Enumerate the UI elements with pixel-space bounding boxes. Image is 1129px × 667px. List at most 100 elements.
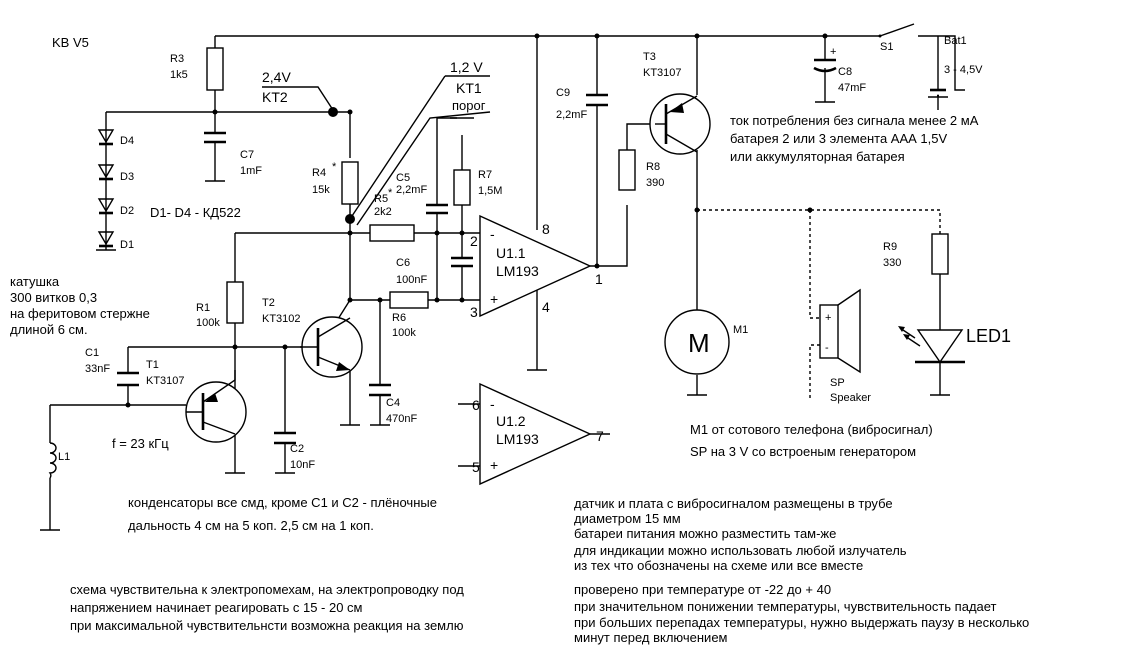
led1-ref: LED1 <box>966 326 1011 346</box>
u12-comparator <box>479 382 592 486</box>
current-note-line-2: батарея 2 или 3 элемента ААА 1,5V <box>730 131 948 146</box>
u11-pin-4: 4 <box>542 299 550 315</box>
coil-note-line-4: длиной 6 см. <box>10 322 88 337</box>
u11-value: LM193 <box>496 263 539 279</box>
c2-ref: C2 <box>290 443 304 455</box>
m1-ref: M1 <box>733 324 748 336</box>
r8-value: 390 <box>646 177 664 189</box>
r7-value: 1,5M <box>478 185 502 197</box>
r8-ref: R8 <box>646 161 660 173</box>
speaker-ref: SP <box>830 377 845 389</box>
temperature-note-line-1: проверено при температуре от -22 до + 40 <box>574 582 831 597</box>
r4-ref: R4 <box>312 167 326 179</box>
r5-ref: R5 <box>374 193 388 205</box>
r6-ref: R6 <box>392 312 406 324</box>
c5-value: 2,2mF <box>396 184 427 196</box>
frequency-label: f = 23 кГц <box>112 436 169 451</box>
r1-resistor <box>226 281 244 324</box>
r3-resistor <box>206 47 224 91</box>
r7-resistor <box>453 169 471 206</box>
r3-ref: R3 <box>170 53 184 65</box>
d1-ref: D1 <box>120 239 134 251</box>
r8-resistor <box>618 149 636 191</box>
m1-symbol: M <box>688 328 710 358</box>
bat1-value: 3 - 4,5V <box>944 64 983 76</box>
bat1-ref: Bat1 <box>944 35 967 47</box>
u11-minus-sign: - <box>490 226 495 242</box>
capacitors-note: конденсаторы все смд, кроме С1 и С2 - пл… <box>128 495 437 510</box>
current-note-line-3: или аккумуляторная батарея <box>730 149 905 164</box>
m1-note-line-1: M1 от сотового телефона (вибросигнал) <box>690 422 933 437</box>
u12-minus-sign: - <box>490 396 495 412</box>
bat1-battery <box>928 36 948 110</box>
range-note: дальность 4 см на 5 коп. 2,5 см на 1 коп… <box>128 518 374 533</box>
c4-capacitor <box>369 383 391 397</box>
r5-mark: * <box>388 187 393 199</box>
u11-pin-2: 2 <box>470 233 478 249</box>
m1-note-line-2: SP на 3 V со встроеным генератором <box>690 444 916 459</box>
u11-pin-3: 3 <box>470 304 478 320</box>
d4-ref: D4 <box>120 135 134 147</box>
t3-transistor <box>649 93 711 155</box>
d3-ref: D3 <box>120 171 134 183</box>
interference-note-line-3: при максимальной чувствительнсти возможн… <box>70 618 464 633</box>
u12-pin-6: 6 <box>472 397 480 413</box>
c6-value: 100nF <box>396 274 427 286</box>
c5-ref: C5 <box>396 172 410 184</box>
r9-value: 330 <box>883 257 901 269</box>
speaker-minus-sign: - <box>825 342 829 354</box>
r1-value: 100k <box>196 317 220 329</box>
c7-ref: C7 <box>240 149 254 161</box>
c4-ref: C4 <box>386 397 400 409</box>
interference-note-line-2: напряжением начинает реагировать с 15 - … <box>70 600 363 615</box>
r3-value: 1k5 <box>170 69 188 81</box>
t2-transistor <box>300 316 363 378</box>
coil-note-line-1: катушка <box>10 274 60 289</box>
l1-ref: L1 <box>58 451 70 463</box>
u12-plus-sign: + <box>490 457 498 473</box>
r6-resistor <box>389 291 429 309</box>
coil-note-line-2: 300 витков 0,3 <box>10 290 97 305</box>
coil-note-line-3: на феритовом стержне <box>10 306 150 321</box>
c8-ref: C8 <box>838 66 852 78</box>
c5-capacitor <box>426 203 448 215</box>
l1-coil <box>48 442 57 479</box>
schematic-title: KB V5 <box>52 35 89 50</box>
placement-note-line-4: для индикации можно использовать любой и… <box>574 543 907 558</box>
s1-ref: S1 <box>880 41 893 53</box>
r6-value: 100k <box>392 327 416 339</box>
s1-switch <box>878 34 882 38</box>
u12-pin-5: 5 <box>472 459 480 475</box>
u12-value: LM193 <box>496 431 539 447</box>
c9-capacitor <box>586 93 608 107</box>
c1-value: 33nF <box>85 363 110 375</box>
c7-value: 1mF <box>240 165 262 177</box>
u12-pin-7: 7 <box>596 428 604 444</box>
kt2-label: KT2 <box>262 89 288 105</box>
speaker-name: Speaker <box>830 392 871 404</box>
kt1-sub: порог <box>452 98 486 113</box>
r5-resistor <box>369 224 415 242</box>
c1-capacitor <box>117 371 139 387</box>
r4-mark: * <box>332 161 337 173</box>
c8-capacitor <box>813 58 837 73</box>
c1-ref: C1 <box>85 347 99 359</box>
t2-value: KT3102 <box>262 313 301 325</box>
temperature-note-line-3: при больших перепадах температуры, нужно… <box>574 615 1029 630</box>
d2-ref: D2 <box>120 205 134 217</box>
current-note-line-1: ток потребления без сигнала менее 2 мА <box>730 113 979 128</box>
t3-ref: T3 <box>643 51 656 63</box>
c9-value: 2,2mF <box>556 109 587 121</box>
speaker-symbol <box>819 288 861 374</box>
c6-ref: C6 <box>396 257 410 269</box>
t2-ref: T2 <box>262 297 275 309</box>
t1-transistor <box>185 370 247 443</box>
m1-motor <box>664 309 730 375</box>
led1-symbol <box>898 326 965 364</box>
speaker-plus-sign: + <box>825 312 831 324</box>
c6-capacitor <box>451 256 473 268</box>
c8-plus-sign: + <box>830 46 836 58</box>
c7-capacitor <box>204 131 226 152</box>
u11-plus-sign: + <box>490 291 498 307</box>
